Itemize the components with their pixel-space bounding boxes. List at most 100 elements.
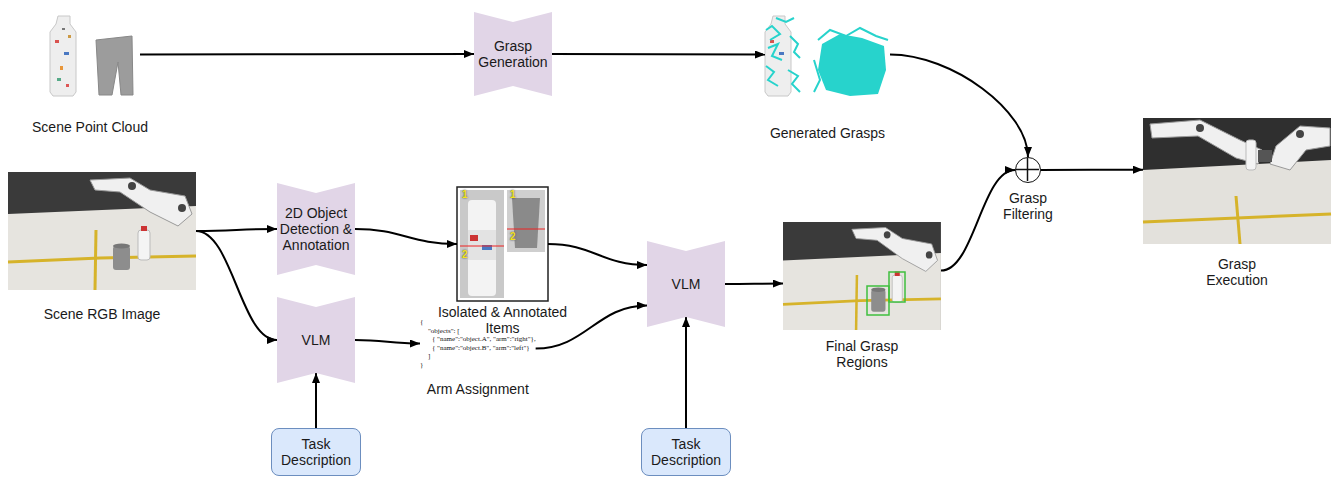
json-line: ] <box>420 352 536 361</box>
scene-photo <box>141 226 147 231</box>
json-line: { "name":"object.A", "arm":"right"}, <box>420 335 536 344</box>
point-cloud-bottle <box>62 28 65 30</box>
text-stack: Task Description <box>645 436 727 468</box>
grasp-cloud-cup <box>814 60 820 92</box>
grasp-region-panel: Final Grasp Regions <box>783 222 941 330</box>
grasp-cloud-cup <box>814 28 888 96</box>
scene-photo <box>113 244 130 249</box>
grasp-cloud-cup <box>818 34 886 96</box>
crop-frame <box>512 198 540 248</box>
grasp-region-photo <box>783 222 941 330</box>
grasp-cloud-panel: Generated Grasps <box>765 12 890 97</box>
scene-photo <box>128 182 136 190</box>
process-bowtie: VLM <box>277 297 355 383</box>
grasp-poses <box>776 18 794 22</box>
flow-arrow <box>355 340 420 344</box>
node-caption: Final Grasp Regions <box>807 338 917 370</box>
node-caption: Scene Point Cloud <box>15 119 165 135</box>
scene-photo <box>95 230 96 290</box>
text-stack: Grasp Generation <box>476 38 550 70</box>
point-cloud-bottle <box>57 78 61 81</box>
scene-photo <box>8 172 196 290</box>
flow-arrow <box>890 55 1028 158</box>
process-bowtie: 2D Object Detection & Annotation <box>277 183 355 275</box>
scene-photo <box>8 172 196 290</box>
grasp-poses <box>788 70 800 92</box>
flow-arrow <box>552 53 765 56</box>
crop-frame <box>460 246 504 247</box>
execution-photo <box>1296 130 1304 138</box>
execution-photo <box>1143 160 1331 244</box>
point-cloud-cup <box>96 36 133 95</box>
execution-photo <box>1143 118 1331 244</box>
bowtie-fill <box>277 183 355 275</box>
sum-node: Grasp Filtering <box>1015 157 1041 183</box>
flow-arrow <box>196 231 277 340</box>
crop-frame <box>468 200 496 296</box>
grasp-poses <box>768 44 782 60</box>
node-caption: Scene RGB Image <box>12 306 192 322</box>
bowtie-fill <box>474 12 552 96</box>
text-stack: VLM <box>279 332 353 348</box>
execution-panel: Grasp Execution <box>1143 118 1331 244</box>
json-line: { "name":"object.B", "arm":"left"} <box>420 344 536 353</box>
plus-symbol <box>1016 158 1039 181</box>
scene-photo <box>8 256 196 262</box>
input-box: Task Description <box>641 428 731 476</box>
scene-photo <box>138 230 150 260</box>
scene-photo <box>178 204 186 212</box>
flow-arrow <box>685 317 687 428</box>
point-cloud-bottle <box>50 16 76 96</box>
callout-number: 1 <box>462 189 468 200</box>
scene-photo <box>113 246 130 270</box>
flow-arrow <box>548 244 647 265</box>
execution-photo <box>1246 140 1256 170</box>
point-cloud-bottle <box>55 40 59 43</box>
process-label: VLM <box>649 276 723 292</box>
json-output: {"objects": [{ "name":"object.A", "arm":… <box>420 318 536 369</box>
grasp-cloud-bottle <box>765 16 791 96</box>
grasp-region-photo <box>783 222 941 330</box>
flow-arrow <box>1041 169 1143 171</box>
crop-frame <box>457 187 548 301</box>
input-box: Task Description <box>271 428 361 476</box>
callout-number: 2 <box>510 231 516 242</box>
process-label: VLM <box>279 332 353 348</box>
execution-photo <box>1270 126 1330 170</box>
node-caption: Grasp Filtering <box>986 190 1070 222</box>
point-cloud-bottle <box>68 35 71 38</box>
json-line: { <box>420 318 536 327</box>
grasp-region-photo <box>889 272 905 302</box>
grasp-poses <box>766 66 778 86</box>
crop-frame <box>470 235 478 241</box>
process-label: Grasp Generation <box>476 38 550 70</box>
input-label: Task Description <box>275 436 357 468</box>
execution-photo <box>1258 150 1272 162</box>
plus-symbol <box>1027 158 1029 181</box>
node-caption: Grasp Execution <box>1192 256 1282 288</box>
grasp-cloud-bottle <box>765 16 791 96</box>
process-label: 2D Object Detection & Annotation <box>279 205 353 253</box>
grasp-cloud-bottle <box>779 52 784 55</box>
text-stack: 2D Object Detection & Annotation <box>279 205 353 253</box>
node-caption: Generated Grasps <box>748 125 908 141</box>
crop-frame <box>507 190 545 252</box>
json-line: } <box>420 361 536 370</box>
point-cloud-bottle <box>64 52 69 55</box>
callout-number: 1 <box>510 189 516 200</box>
process-bowtie: VLM <box>647 241 725 327</box>
point-cloud-panel: Scene Point Cloud <box>40 12 140 97</box>
execution-photo <box>1143 118 1331 244</box>
grasp-poses <box>790 36 800 58</box>
scene-photo <box>90 178 192 226</box>
crop-frame <box>460 190 504 298</box>
flow-arrow <box>355 229 457 244</box>
grasp-cloud-cup <box>818 28 888 40</box>
grasp-poses <box>766 18 800 92</box>
execution-photo <box>1236 196 1240 244</box>
input-label: Task Description <box>645 436 727 468</box>
bowtie-fill <box>647 241 725 327</box>
flow-arrow <box>315 373 317 428</box>
